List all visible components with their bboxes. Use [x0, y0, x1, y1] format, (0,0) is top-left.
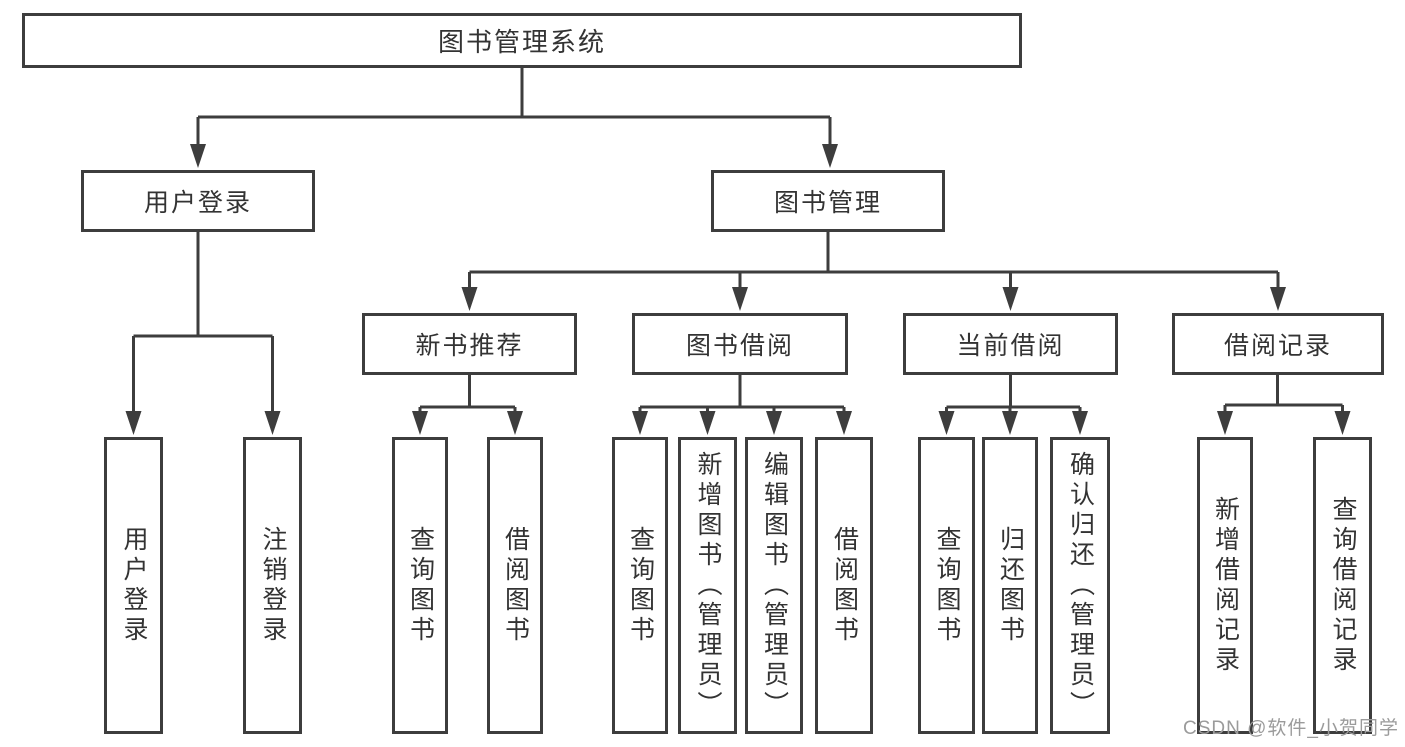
node-borrow-records: 借阅记录: [1172, 313, 1384, 375]
node-book-borrowing: 图书借阅: [632, 313, 848, 375]
leaf-confirm-return-admin: 确认归还（管理员）: [1050, 437, 1110, 734]
leaf-borrow-books-borrowing: 借阅图书: [815, 437, 873, 734]
leaf-logout: 注销登录: [243, 437, 302, 734]
leaf-add-borrow-record: 新增借阅记录: [1197, 437, 1253, 734]
leaf-query-borrow-record: 查询借阅记录: [1313, 437, 1372, 734]
csdn-watermark: CSDN @软件_小贺同学: [1183, 718, 1399, 739]
arrowheads: [125, 144, 1351, 435]
leaf-query-books-borrowing: 查询图书: [612, 437, 668, 734]
node-library-management-system: 图书管理系统: [22, 13, 1022, 68]
node-new-book-recommend: 新书推荐: [362, 313, 577, 375]
node-current-borrowing: 当前借阅: [903, 313, 1118, 375]
leaf-add-book-admin: 新增图书（管理员）: [678, 437, 737, 734]
leaf-query-books-current: 查询图书: [918, 437, 975, 734]
node-book-management: 图书管理: [711, 170, 945, 232]
leaf-return-books: 归还图书: [982, 437, 1038, 734]
leaf-borrow-books-recommend: 借阅图书: [487, 437, 543, 734]
leaf-edit-book-admin: 编辑图书（管理员）: [745, 437, 803, 734]
leaf-query-books-recommend: 查询图书: [392, 437, 448, 734]
node-user-login: 用户登录: [81, 170, 315, 232]
leaf-user-login: 用户登录: [104, 437, 163, 734]
